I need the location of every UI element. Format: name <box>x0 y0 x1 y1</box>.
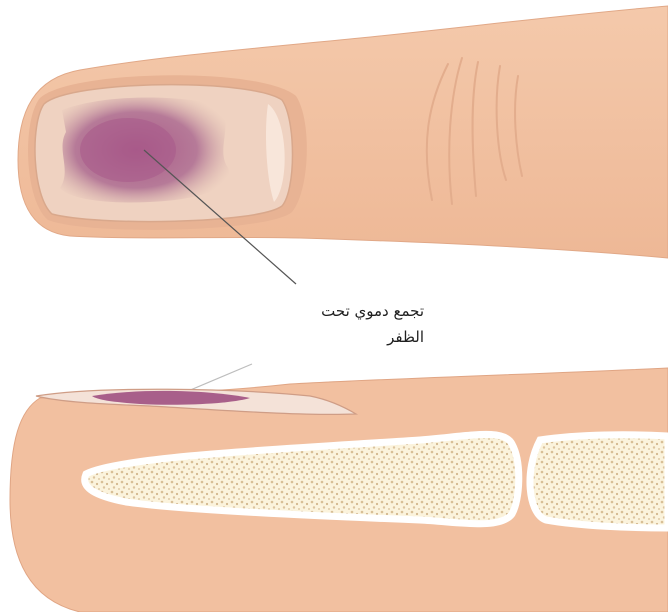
middle-phalanx <box>530 435 668 528</box>
callout-label-line-1: تجمع دموي تحت <box>224 298 424 324</box>
callout-label: تجمع دموي تحت الظفر <box>224 298 424 350</box>
callout-label-line-2: الظفر <box>224 324 424 350</box>
finger-top-view <box>18 6 668 258</box>
finger-side-view <box>10 368 668 612</box>
